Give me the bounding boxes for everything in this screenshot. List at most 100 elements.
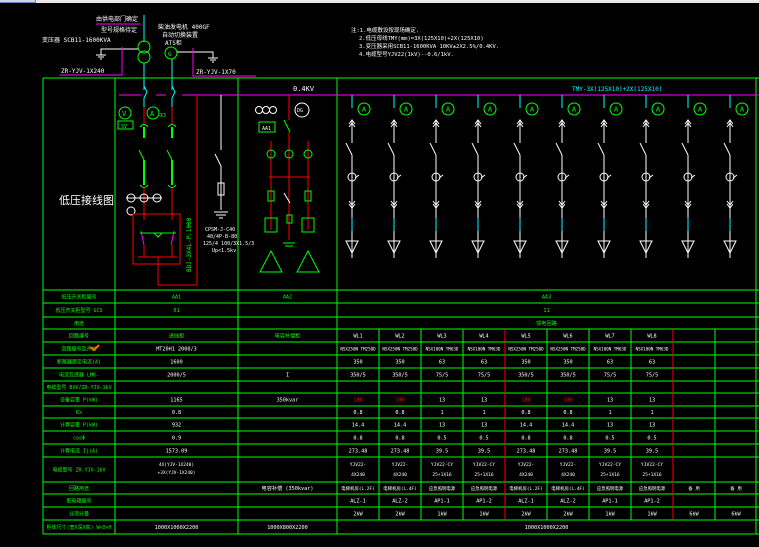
aa1-calc-current: 1573.09 xyxy=(166,449,188,455)
aa3-size: 1000X1000X2200 xyxy=(525,525,569,531)
ct-lead xyxy=(732,174,738,179)
feeder-cable-line-1: YJV22-CY xyxy=(431,462,453,468)
feeder-cable-line-1: YJV22- xyxy=(518,462,535,468)
row-label: 断路器额定电流(A) xyxy=(57,359,101,366)
ats-frame xyxy=(132,213,181,265)
breaker-switch-icon xyxy=(681,142,689,156)
ammeter-symbol: A xyxy=(698,106,703,114)
feeder-capacity: 13 xyxy=(607,398,613,404)
breaker-switch-icon xyxy=(723,142,731,156)
ground-icon xyxy=(208,57,218,63)
schedule-grid xyxy=(42,77,759,535)
ground-icon xyxy=(96,54,106,60)
aa1-incoming-diagram: V SV A X3 BDJ-3X4 xyxy=(117,80,254,286)
feeder-box-no: AP1-1 xyxy=(434,499,450,505)
ammeter-symbol: A xyxy=(614,106,619,114)
hv-cable-label: ZR-YJV-1X240 xyxy=(61,68,105,75)
row-label: 回路用途 xyxy=(69,485,89,492)
spd-switch-icon xyxy=(214,153,222,167)
feeder-metering: 2kW xyxy=(353,512,363,518)
feeder-metering: 2kW xyxy=(395,512,405,518)
feeder-current: 273.48 xyxy=(391,449,410,455)
feeder-cos: 0.5 xyxy=(605,436,614,442)
feeder-kx: 0.8 xyxy=(521,410,530,416)
ammeter-symbol: A xyxy=(488,106,493,114)
feeder-cos: 0.8 xyxy=(563,436,572,442)
ammeter-icon xyxy=(483,102,497,116)
aa1-breaker: MT20H1 2000/3 xyxy=(156,347,197,353)
voltmeter-symbol: V xyxy=(122,110,127,118)
feeder-breaker: NSX100N TM63D xyxy=(426,347,459,352)
fuse-icon xyxy=(217,182,225,196)
generator-note-1: 柴油发电机 400GF xyxy=(158,23,210,31)
ammeter-icon xyxy=(146,106,160,120)
feeder-ct: 350/5 xyxy=(518,373,534,379)
generator-icon xyxy=(164,46,178,60)
feeder-box-no: ALZ-1 xyxy=(350,499,366,505)
feeder-circuit: WL1 xyxy=(353,334,362,340)
aa1-cabinet-no: AA1 xyxy=(172,295,181,301)
feeder-current: 39.5 xyxy=(604,449,617,455)
row-label: 设备容量 P(kW) xyxy=(60,397,98,404)
spd-label-3: 125/4 100/3X1.5/3 xyxy=(203,241,254,247)
feeder-cable-line-1: YJV22- xyxy=(392,462,409,468)
feeder-purpose: 电梯机房(L.4F) xyxy=(383,485,416,492)
feeder-calc-capacity: 14.4 xyxy=(562,423,575,429)
ammeter-symbol: A xyxy=(740,106,745,114)
row-label: 回路编号及开关 xyxy=(61,346,96,353)
ammeter-symbol: A xyxy=(404,106,409,114)
aa1-size: 1000X1000X2200 xyxy=(155,525,199,531)
feeder-capacity: 13 xyxy=(439,398,445,404)
transformer-label: 变压器 SCB11-1600KVA xyxy=(42,36,111,44)
aa3-use: 馈电回路 xyxy=(536,319,558,327)
feeder-diagram: A xyxy=(723,95,749,258)
aa1-capacity: 1165 xyxy=(170,398,183,404)
hv-incoming-section: 由供电部门确定 型号规格待定 变压器 SCB11-1600KVA 柴油发电机 4… xyxy=(42,15,256,90)
feeder-metering: 1kW xyxy=(437,512,447,518)
feeder-cable-line-2: 4X240 xyxy=(351,472,365,478)
row-label: 分项计量 xyxy=(69,511,89,518)
feeder-breaker: NSX250N TM250D xyxy=(508,347,544,352)
feeder-ct: 75/5 xyxy=(436,373,449,379)
feeder-box-no: ALZ-2 xyxy=(560,499,576,505)
ct-lead xyxy=(480,174,486,179)
feeder-calc-capacity: 13 xyxy=(439,423,445,429)
feeder-purpose: 电梯机房(L.2F) xyxy=(341,485,374,492)
ct-lead xyxy=(354,174,360,179)
bus-voltage-label: 0.4KV xyxy=(293,85,315,93)
aa2-switch-label: AA1 xyxy=(262,126,271,132)
aa1-calc-capacity: 932 xyxy=(172,423,181,429)
feeder-cable-line-2: 25+1X16 xyxy=(432,472,452,478)
feeder-rating: 63 xyxy=(439,360,445,366)
ammeter-group-icon xyxy=(255,106,277,114)
ct-lead xyxy=(438,174,444,179)
row-label: 用途 xyxy=(74,320,84,327)
feeder-cable-line-1: YJV22- xyxy=(560,462,577,468)
plug-bottom-icon xyxy=(516,200,524,206)
row-label: 计算容量 P(kW) xyxy=(60,422,98,429)
plug-bottom-icon xyxy=(432,203,440,209)
note-1: 注:1.电缆敷设按现场确定. xyxy=(351,26,419,34)
ammeter-icon xyxy=(651,102,665,116)
feeder-cable-line-1: YJV22- xyxy=(350,462,367,468)
aa1-breaker-rating: 1600 xyxy=(170,360,183,366)
ground-icon xyxy=(214,211,228,219)
feeder-cable-line-2: 4X240 xyxy=(393,472,407,478)
feeder-ct: 350/5 xyxy=(350,373,366,379)
window-tab[interactable] xyxy=(0,0,36,3)
ct-lead xyxy=(606,174,612,179)
incoming-line-1 xyxy=(143,80,148,107)
feeder-purpose: 应急照明电源 xyxy=(639,485,666,492)
feeder-metering: 2kW xyxy=(521,512,531,518)
row-label: cosΦ xyxy=(73,436,85,442)
plug-bottom-icon xyxy=(684,200,692,206)
feeder-rating: 350 xyxy=(395,360,404,366)
voltmeter-icon xyxy=(118,106,132,120)
aa2-branch-switch xyxy=(283,192,291,204)
design-notes: 注:1.电缆敷设按现场确定. 2.低压母线TMY(mm)=3X(125X10)+… xyxy=(351,26,499,58)
ammeter-symbol: A xyxy=(572,106,577,114)
feeder-purpose: 备 用 xyxy=(688,485,699,492)
voltmeter-switch-label: SV xyxy=(121,124,127,130)
